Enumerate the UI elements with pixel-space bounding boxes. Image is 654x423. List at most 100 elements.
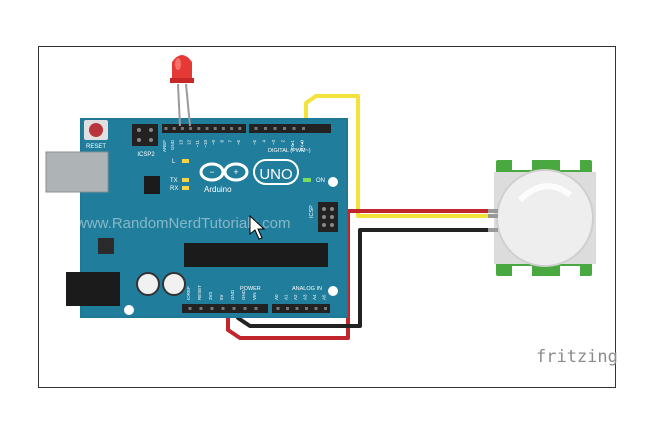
svg-text:+: + <box>233 167 238 177</box>
pin-hole <box>254 127 258 130</box>
mounting-hole <box>328 177 338 187</box>
pin-hole <box>172 127 176 130</box>
signal-wire <box>304 94 498 218</box>
red-led <box>170 55 194 127</box>
pin-hole <box>314 307 318 310</box>
pin-label: AREF <box>162 140 167 152</box>
pin-hole <box>230 127 234 130</box>
brand-label: Arduino <box>204 185 232 194</box>
power-pin-label: GND <box>241 289 246 300</box>
usb-connector <box>46 152 108 192</box>
reset-button <box>89 123 103 137</box>
on-label: ON <box>316 178 325 184</box>
power-label: POWER <box>240 286 261 292</box>
power-jack <box>66 272 120 306</box>
mounting-hole <box>328 286 338 296</box>
capacitor <box>136 272 160 296</box>
power-pin-label: RESET <box>197 285 202 300</box>
mounting-hole <box>124 305 134 315</box>
pin-label: TX▸1 <box>290 140 295 151</box>
pin-label: 12 <box>187 140 192 146</box>
analog-header <box>272 304 330 313</box>
pin-hole <box>205 127 209 130</box>
pin-label: ~5 <box>252 140 257 146</box>
pin-label: 7 <box>228 140 233 143</box>
watermark-text: www.RandomNerdTutorials.com <box>75 215 291 232</box>
pin-hole <box>305 307 308 310</box>
analog-pin-label: A1 <box>284 294 289 300</box>
power-pin-label: VIN <box>252 292 257 300</box>
pin-hole <box>264 127 267 130</box>
pin-hole <box>199 307 203 310</box>
digital-label: DIGITAL (PWM~) <box>268 148 311 154</box>
model-label: UNO <box>259 166 292 183</box>
pin-hole <box>276 307 280 310</box>
reset-label: RESET <box>86 144 106 150</box>
power-pin-label: 5V <box>219 294 224 300</box>
tx-label: TX <box>170 178 178 184</box>
pin-hole <box>210 307 214 310</box>
analog-label: ANALOG IN <box>292 286 322 292</box>
rx-label: RX <box>170 186 178 192</box>
power-pin-label: IOREF <box>186 286 191 300</box>
pin-hole <box>197 127 201 130</box>
uno-badge <box>253 159 299 185</box>
pin-hole <box>213 127 217 130</box>
analog-pin-label: A4 <box>312 294 317 300</box>
icsp2-header <box>132 124 158 146</box>
pir-sensor <box>488 160 596 276</box>
pin-label: ~3 <box>271 140 276 146</box>
pin-hole <box>189 127 193 130</box>
pin-hole <box>292 127 296 130</box>
mouse-cursor-icon <box>249 214 266 240</box>
icsp2-label: ICSP2 <box>137 152 155 158</box>
pin-hole <box>180 127 184 130</box>
analog-pin-label: A2 <box>293 294 298 300</box>
on-led <box>303 178 311 182</box>
fritzing-label: fritzing <box>536 347 618 367</box>
pin-label: ~11 <box>195 140 200 148</box>
pin-hole <box>283 127 286 130</box>
pin-label: 8 <box>219 140 224 143</box>
arduino-logo: − + <box>199 162 249 182</box>
power-header <box>182 304 268 313</box>
pin-hole <box>243 307 247 310</box>
pin-label: 13 <box>178 140 183 146</box>
pin-label: 2 <box>281 140 286 143</box>
digital-header-left <box>162 124 246 133</box>
tx-led <box>182 178 189 182</box>
pin-label: ~9 <box>211 140 216 146</box>
pin-label: 4 <box>262 140 267 143</box>
icsp-header <box>318 202 338 232</box>
pin-hole <box>232 307 236 310</box>
pin-hole <box>254 307 258 310</box>
analog-pin-label: A5 <box>322 294 327 300</box>
pin-hole <box>221 307 225 310</box>
pin-hole <box>286 307 289 310</box>
rx-led <box>182 186 189 190</box>
pin-hole <box>238 127 242 130</box>
capacitor <box>162 272 186 296</box>
pin-hole <box>221 127 225 130</box>
l-label: L <box>172 159 176 165</box>
power-pin-label: 3V3 <box>208 291 213 300</box>
usb-chip <box>144 176 160 194</box>
icsp-label: ICSP <box>309 205 315 218</box>
pin-hole <box>273 127 277 130</box>
regulator <box>98 238 114 254</box>
pin-label: RX◂0 <box>300 140 305 152</box>
pin-hole <box>302 127 305 130</box>
pin-hole <box>324 307 327 310</box>
digital-header-right <box>249 124 331 133</box>
atmega-chip <box>184 243 328 267</box>
pin-label: ~10 <box>203 140 208 148</box>
l-led <box>182 159 189 163</box>
pin-hole <box>164 127 168 130</box>
pin-label: ~6 <box>236 140 241 146</box>
power-pin-label: GND <box>230 289 235 300</box>
power-wire <box>226 209 498 340</box>
analog-pin-label: A0 <box>274 294 279 300</box>
pin-hole <box>188 307 192 310</box>
